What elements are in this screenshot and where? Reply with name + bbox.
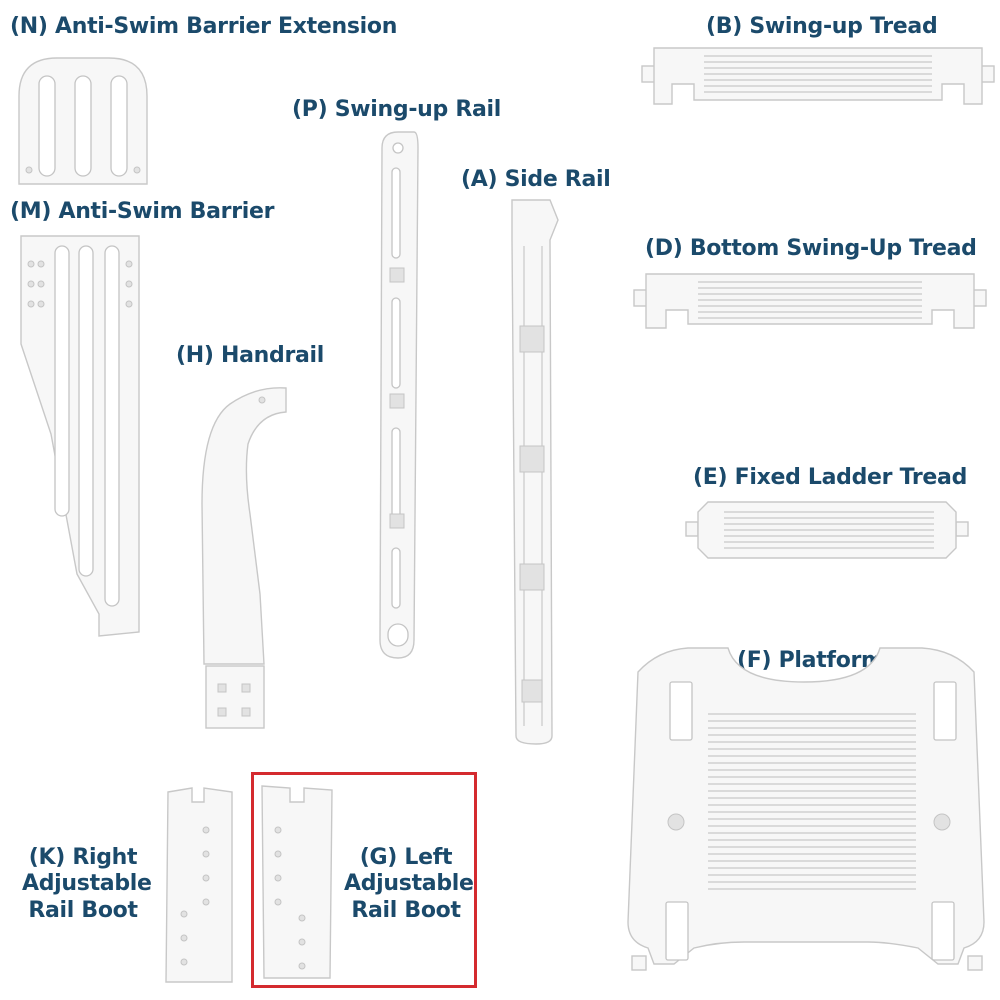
left-rail-boot-icon xyxy=(258,782,336,982)
anti-swim-barrier-extension-icon xyxy=(17,56,149,186)
swing-up-rail-icon xyxy=(374,128,422,662)
part-label-k-line-2: Adjustable xyxy=(22,871,152,897)
right-rail-boot-icon xyxy=(162,784,238,986)
part-label-h: (H) Handrail xyxy=(176,343,325,368)
part-label-d: (D) Bottom Swing-Up Tread xyxy=(645,236,977,261)
part-label-g-line-2: Adjustable xyxy=(344,871,474,897)
part-label-b: (B) Swing-up Tread xyxy=(706,14,938,39)
platform-icon xyxy=(618,642,994,986)
part-label-a: (A) Side Rail xyxy=(461,167,611,192)
part-label-p: (P) Swing-up Rail xyxy=(292,97,501,122)
part-label-k-line-3: Rail Boot xyxy=(28,897,138,923)
part-label-f: (F) Platform xyxy=(737,648,884,673)
bottom-swing-up-tread-icon xyxy=(632,270,988,330)
fixed-ladder-tread-icon xyxy=(684,498,970,562)
part-label-g-line-1: (G) Left xyxy=(359,845,453,870)
swing-up-tread-icon xyxy=(640,42,996,106)
anti-swim-barrier-icon xyxy=(17,234,143,638)
handrail-icon xyxy=(196,384,292,732)
part-label-e: (E) Fixed Ladder Tread xyxy=(693,465,968,490)
selected-part-highlight xyxy=(251,772,477,988)
part-label-g: (G) Left Adjustable Rail Boot xyxy=(344,845,474,924)
part-label-k-line-1: (K) Right xyxy=(28,845,138,870)
part-label-k: (K) Right Adjustable Rail Boot xyxy=(22,845,152,924)
part-label-g-line-3: Rail Boot xyxy=(351,897,461,923)
part-label-n: (N) Anti-Swim Barrier Extension xyxy=(10,14,398,39)
part-label-m: (M) Anti-Swim Barrier xyxy=(10,199,275,224)
side-rail-icon xyxy=(506,196,560,748)
